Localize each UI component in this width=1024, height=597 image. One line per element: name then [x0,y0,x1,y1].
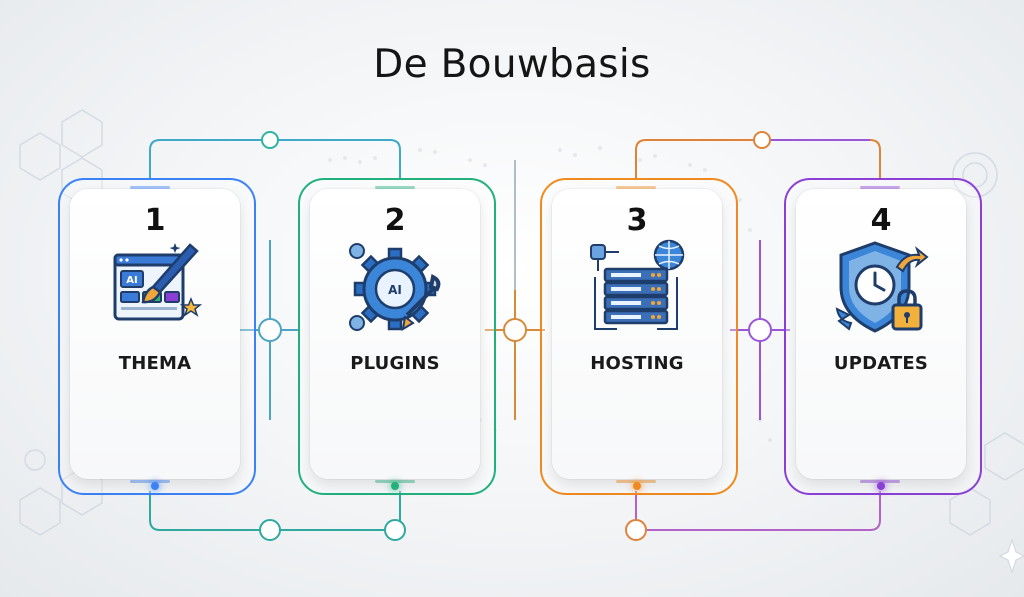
plugin-gear-icon: AI [349,243,441,331]
step-number: 1 [144,203,166,238]
server-icon [590,239,685,330]
theme-brush-icon: AI [113,243,203,321]
step-card-hosting[interactable]: 3 HOSTING [552,189,722,479]
ai-text: AI [388,283,402,297]
glow-dot [151,482,159,490]
step-label: UPDATES [833,353,929,374]
step-label: THEMA [118,353,192,374]
step-number: 3 [626,203,648,238]
step-number: 4 [870,203,892,238]
glow-dot [633,482,641,490]
step-card-plugins[interactable]: 2 AI PLUGINS [310,189,480,479]
step-card-thema[interactable]: 1 AI THEMA [70,189,240,479]
ai-text: AI [126,275,137,286]
glow-dot [391,482,399,490]
step-label: HOSTING [590,353,684,374]
shield-clock-icon [835,241,929,333]
glow-dot [877,482,885,490]
step-number: 2 [384,203,406,238]
step-card-updates[interactable]: 4 UPDATES [796,189,966,479]
step-label: PLUGINS [350,353,440,374]
page-title: De Bouwbasis [373,42,651,87]
